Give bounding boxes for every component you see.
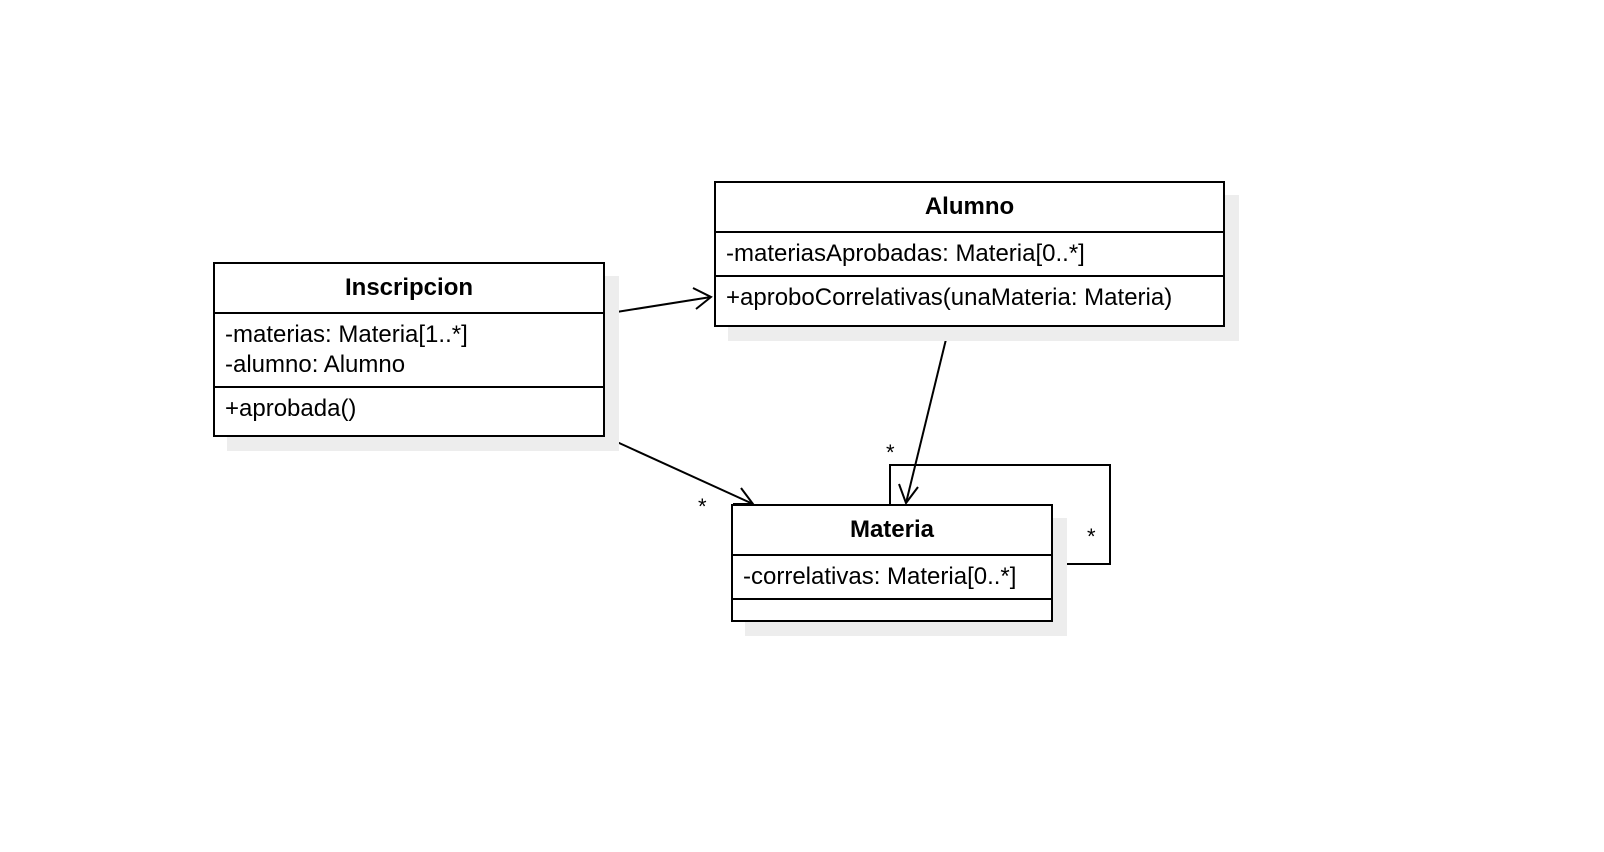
attribute-materias-aprobadas: -materiasAprobadas: Materia[0..*] xyxy=(726,240,1085,267)
class-alumno[interactable]: Alumno -materiasAprobadas: Materia[0..*]… xyxy=(714,181,1225,327)
association-alumno-materia[interactable] xyxy=(898,326,950,506)
multiplicity-alumno-materia: * xyxy=(886,440,895,465)
class-attributes: -materias: Materia[1..*] -alumno: Alumno xyxy=(215,314,603,388)
class-operations: +aproboCorrelativas(unaMateria: Materia) xyxy=(716,277,1223,319)
class-inscripcion[interactable]: Inscripcion -materias: Materia[1..*] -al… xyxy=(213,262,605,437)
multiplicity-inscripcion-materia: * xyxy=(698,494,707,519)
class-attributes: -correlativas: Materia[0..*] xyxy=(733,556,1051,600)
association-inscripcion-alumno[interactable] xyxy=(603,287,713,315)
attribute-alumno: -alumno: Alumno xyxy=(225,351,406,378)
class-operations: +aprobada() xyxy=(215,388,603,430)
association-inscripcion-materia[interactable] xyxy=(605,436,755,505)
operation-aprobo-correlativas: +aproboCorrelativas(unaMateria: Materia) xyxy=(726,284,1173,311)
class-name: Alumno xyxy=(716,183,1223,233)
class-name: Inscripcion xyxy=(215,264,603,314)
class-materia[interactable]: Materia -correlativas: Materia[0..*] xyxy=(731,504,1053,622)
operation-aprobada: +aprobada() xyxy=(225,395,357,422)
class-operations xyxy=(733,600,1051,608)
attribute-materias: -materias: Materia[1..*] xyxy=(225,321,468,348)
class-name: Materia xyxy=(733,506,1051,556)
attribute-correlativas: -correlativas: Materia[0..*] xyxy=(743,563,1017,590)
multiplicity-materia-self: * xyxy=(1087,524,1096,549)
class-attributes: -materiasAprobadas: Materia[0..*] xyxy=(716,233,1223,277)
